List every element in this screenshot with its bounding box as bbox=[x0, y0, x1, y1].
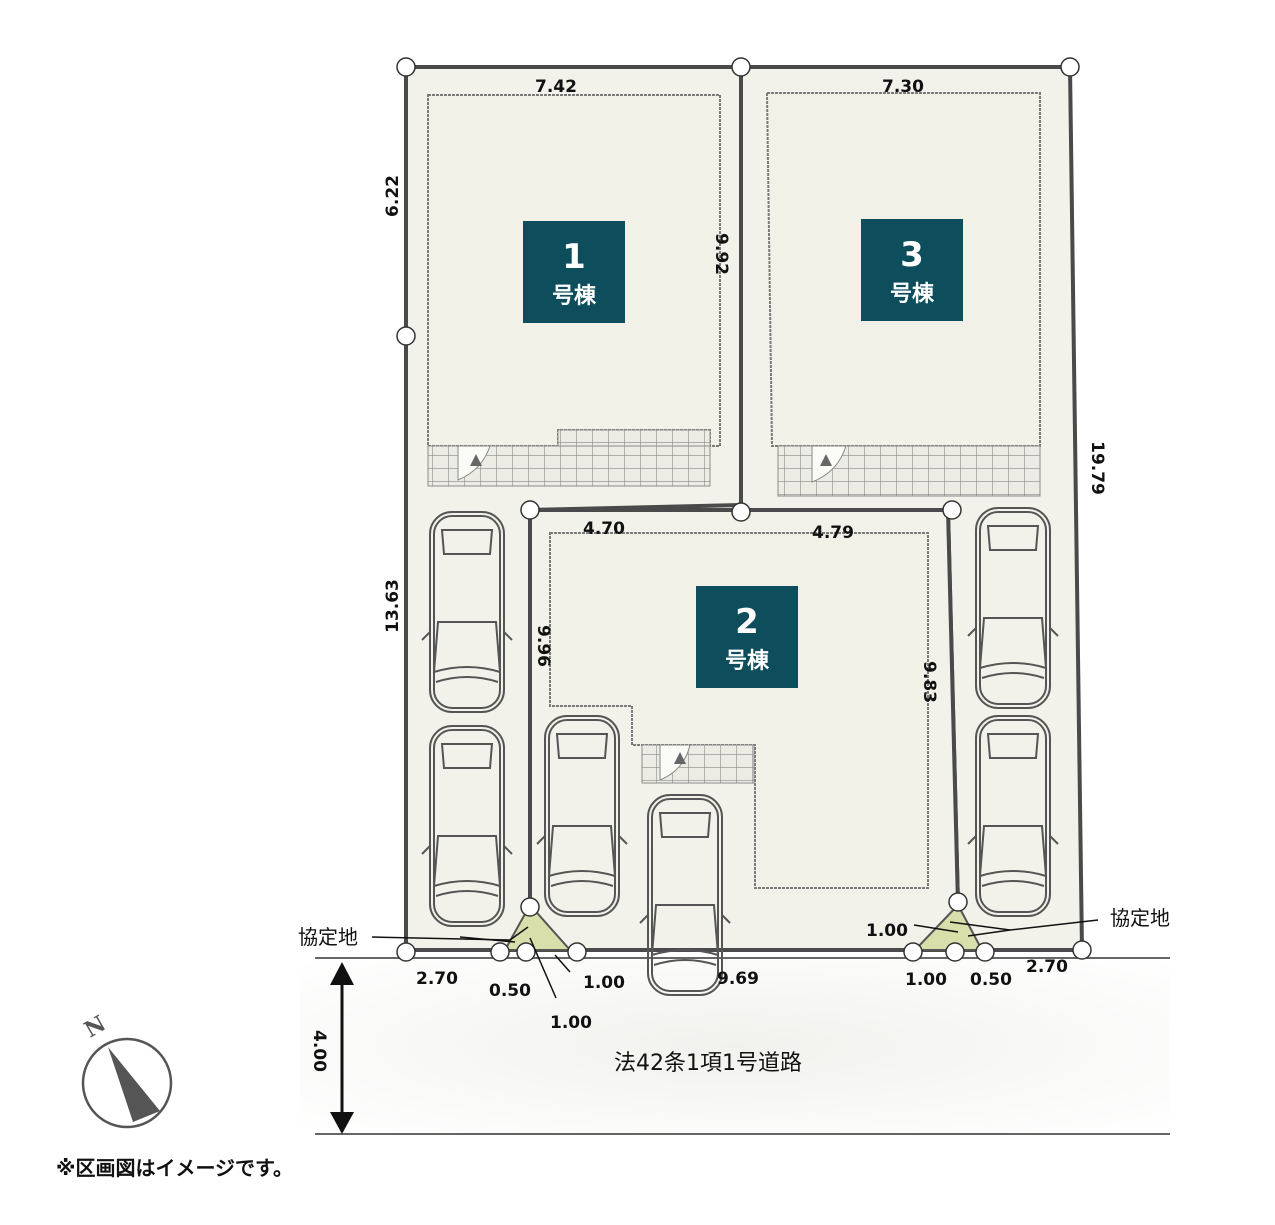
svg-text:号棟: 号棟 bbox=[552, 283, 597, 309]
svg-text:N: N bbox=[80, 1011, 110, 1044]
dim-bottom-left: 2.70 bbox=[416, 969, 458, 989]
svg-text:3: 3 bbox=[900, 235, 924, 275]
svg-text:2: 2 bbox=[735, 602, 759, 642]
dim-lot1-top: 7.42 bbox=[535, 77, 577, 97]
entrance-marker-1 bbox=[470, 454, 482, 466]
north-compass-icon: N bbox=[80, 1011, 173, 1129]
agreement-land-label-right: 協定地 bbox=[1110, 906, 1170, 930]
boundary-pins bbox=[396, 57, 1092, 962]
road-label: 法42条1項1号道路 bbox=[614, 1051, 802, 1076]
road: 法42条1項1号道路 bbox=[300, 957, 1170, 1135]
agreement-land-label-left: 協定地 bbox=[298, 925, 358, 949]
dim-lot1-right: 9.92 bbox=[711, 233, 731, 275]
entrance-marker-2 bbox=[674, 752, 686, 764]
dim-lot2-right: 9.83 bbox=[919, 661, 939, 703]
svg-text:号棟: 号棟 bbox=[890, 281, 935, 307]
dim-lot1-left: 6.22 bbox=[383, 175, 403, 217]
dim-bottom-right-corner-c: 0.50 bbox=[970, 970, 1012, 990]
dim-bottom-center: 9.69 bbox=[717, 969, 759, 989]
dim-lot2-left: 9.96 bbox=[533, 625, 553, 667]
dim-left-strip: 13.63 bbox=[383, 579, 403, 633]
agreement-land-left bbox=[503, 903, 573, 951]
dim-lot3-top: 7.30 bbox=[882, 77, 924, 97]
road-width-arrow: 4.00 bbox=[309, 962, 354, 1134]
dim-lot2-top-left: 4.70 bbox=[583, 519, 625, 539]
dim-bottom-right-corner-b: 1.00 bbox=[905, 970, 947, 990]
dim-lot3-right: 19.79 bbox=[1087, 441, 1107, 495]
entrance-marker-3 bbox=[820, 454, 832, 466]
dim-bottom-right-corner-a: 1.00 bbox=[866, 921, 908, 941]
building-2-footprint bbox=[549, 532, 929, 889]
dim-bottom-right: 2.70 bbox=[1026, 957, 1068, 977]
dim-bottom-left-corner-a: 0.50 bbox=[489, 981, 531, 1001]
disclaimer-note: ※区画図はイメージです。 bbox=[56, 1156, 293, 1180]
svg-text:号棟: 号棟 bbox=[725, 648, 770, 674]
dim-bottom-left-corner-b: 1.00 bbox=[550, 1013, 592, 1033]
svg-text:1: 1 bbox=[562, 237, 586, 277]
leader-lines bbox=[371, 919, 1099, 999]
building-2-porch bbox=[641, 744, 755, 784]
building-label-2: 2 号棟 bbox=[696, 586, 798, 688]
building-label-1: 1 号棟 bbox=[523, 221, 625, 323]
dim-bottom-left-corner-c: 1.00 bbox=[583, 973, 625, 993]
road-width-dim: 4.00 bbox=[309, 1030, 329, 1072]
building-label-3: 3 号棟 bbox=[861, 219, 963, 321]
dim-lot2-top-right: 4.79 bbox=[812, 523, 854, 543]
building-1-porch-upper bbox=[557, 429, 711, 447]
